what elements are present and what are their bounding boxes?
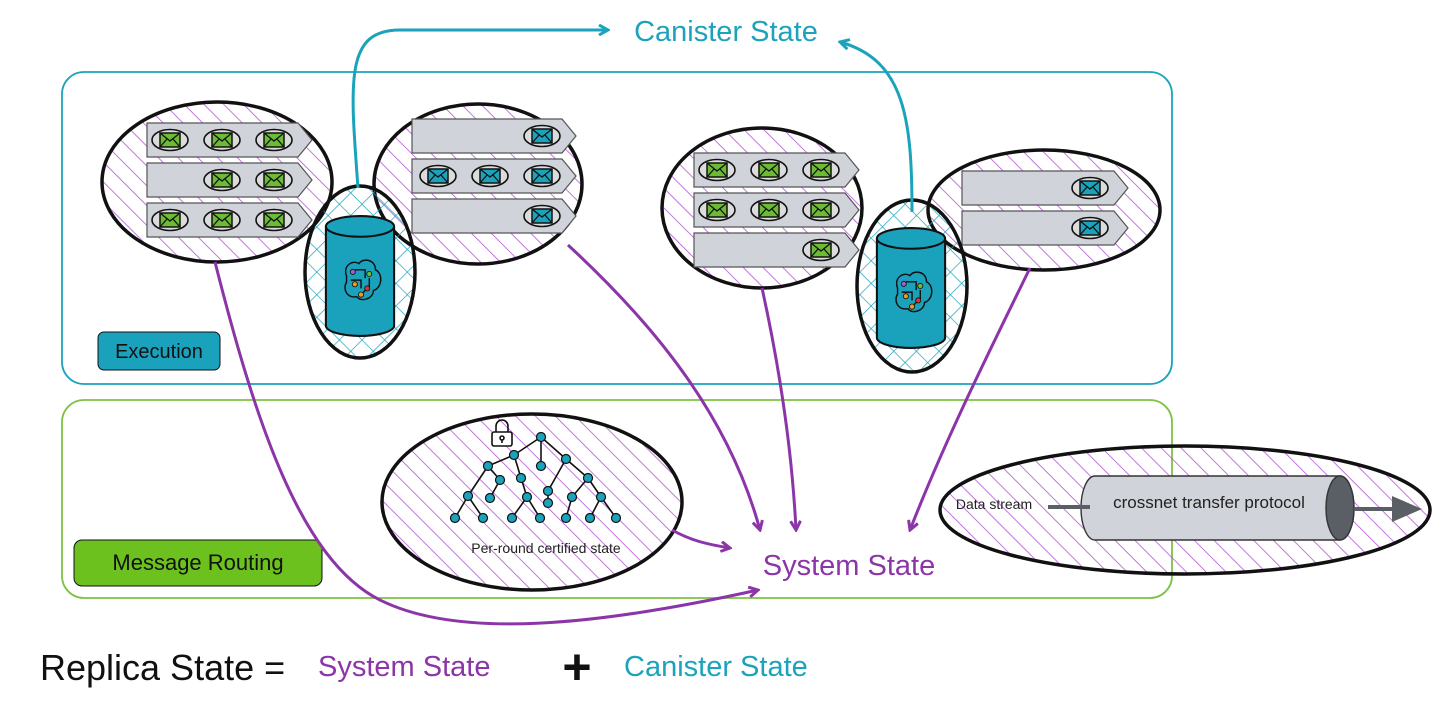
crossnet-pipe — [1080, 475, 1355, 541]
canister1-to-canister-state-arrow — [351, 30, 608, 189]
equation-system-state: System State — [318, 651, 490, 683]
queue3-to-system-arrow — [760, 287, 796, 530]
equation-canister-state: Canister State — [624, 651, 808, 683]
data-stream-label: Data stream — [956, 496, 1032, 512]
database-icon — [875, 227, 947, 349]
message-routing-badge — [73, 539, 323, 587]
per-round-label: Per-round certified state — [471, 540, 621, 556]
system-state-label: System State — [763, 550, 935, 582]
execution-panel — [61, 71, 1173, 385]
certified-to-system-arrow — [671, 528, 730, 548]
canister-state-label: Canister State — [634, 16, 818, 48]
database-icon — [324, 215, 396, 337]
queue4-to-system-arrow — [910, 267, 1032, 530]
merkle-tree-nodes — [449, 431, 622, 524]
plus-sign: + — [562, 639, 591, 695]
stream-output-arrow — [1392, 496, 1422, 522]
crossnet-label: crossnet transfer protocol — [1113, 493, 1305, 512]
execution-badge — [97, 331, 221, 371]
certified-state-blob — [380, 412, 684, 592]
lock-icon — [491, 419, 513, 447]
queue2-to-system-arrow — [566, 243, 760, 530]
replica-state-label: Replica State = — [40, 647, 285, 688]
message-routing-label: Message Routing — [112, 550, 283, 575]
queue1-to-system-arrow — [213, 261, 758, 626]
canister2-to-canister-state-arrow — [840, 42, 914, 213]
execution-label: Execution — [115, 341, 203, 363]
